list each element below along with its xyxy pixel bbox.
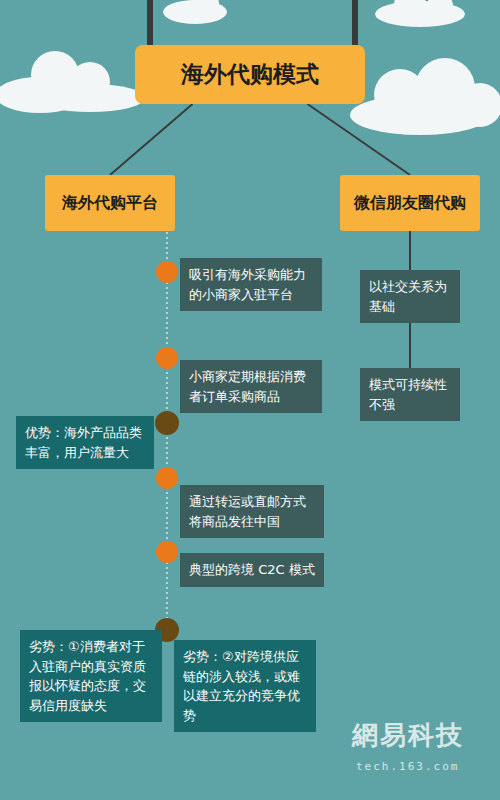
category-box: 海外代购平台 bbox=[45, 175, 175, 231]
connector-line bbox=[308, 104, 411, 175]
cloud bbox=[375, 0, 465, 27]
node-text: 通过转运或直邮方式将商品发往中国 bbox=[189, 492, 315, 531]
node-text: 劣势：①消费者对于入驻商户的真实资质报以怀疑的态度，交易信用度缺失 bbox=[29, 637, 153, 715]
timeline-dot bbox=[155, 261, 179, 642]
node-text: 劣势：②对跨境供应链的涉入较浅，或难以建立充分的竞争优势 bbox=[183, 647, 307, 725]
node-text: 模式可持续性不强 bbox=[369, 375, 451, 414]
node-text: 微信朋友圈代购 bbox=[354, 193, 466, 213]
node-text: 典型的跨境 C2C 模式 bbox=[189, 560, 315, 580]
cloud bbox=[0, 51, 145, 113]
step-box: 吸引有海外采购能力的小商家入驻平台 bbox=[180, 258, 322, 311]
node-text: 海外代购平台 bbox=[62, 193, 158, 213]
connector-line bbox=[409, 323, 411, 368]
advantage-box: 优势：海外产品品类丰富，用户流量大 bbox=[16, 416, 154, 469]
cloud bbox=[350, 58, 500, 135]
step-box: 典型的跨境 C2C 模式 bbox=[180, 553, 324, 587]
connector-line bbox=[409, 231, 411, 270]
connector-line bbox=[110, 104, 193, 175]
cloud bbox=[163, 0, 227, 24]
disadvantage-box: 劣势：①消费者对于入驻商户的真实资质报以怀疑的态度，交易信用度缺失 bbox=[20, 630, 162, 722]
disadvantage-box: 劣势：②对跨境供应链的涉入较浅，或难以建立充分的竞争优势 bbox=[174, 640, 316, 732]
feature-box: 以社交关系为基础 bbox=[360, 270, 460, 323]
node-text: 海外代购模式 bbox=[181, 59, 319, 90]
node-text: 小商家定期根据消费者订单采购商品 bbox=[189, 367, 313, 406]
title-box: 海外代购模式 bbox=[135, 45, 365, 104]
node-text: 吸引有海外采购能力的小商家入驻平台 bbox=[189, 265, 313, 304]
watermark: 網易科技 bbox=[352, 718, 464, 753]
step-box: 通过转运或直邮方式将商品发往中国 bbox=[180, 485, 324, 538]
step-box: 小商家定期根据消费者订单采购商品 bbox=[180, 360, 322, 413]
node-text: 以社交关系为基础 bbox=[369, 277, 451, 316]
watermark-url: tech.163.com bbox=[356, 760, 459, 773]
feature-box: 模式可持续性不强 bbox=[360, 368, 460, 421]
category-box: 微信朋友圈代购 bbox=[340, 175, 480, 231]
node-text: 优势：海外产品品类丰富，用户流量大 bbox=[25, 423, 145, 462]
